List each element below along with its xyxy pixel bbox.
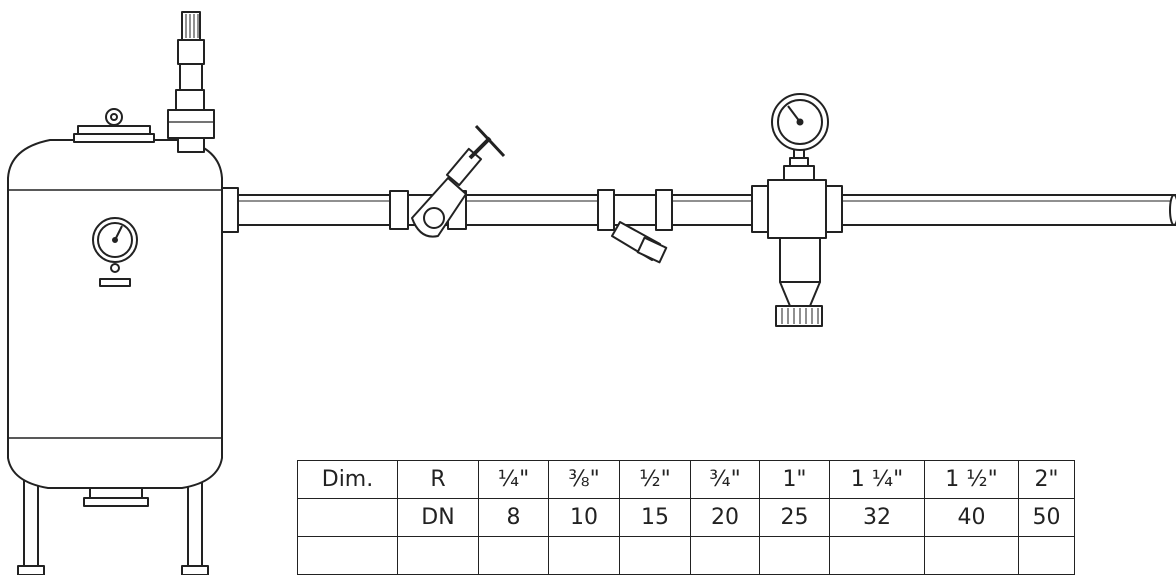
- table-cell: ½": [619, 460, 691, 499]
- table-cell: [297, 498, 398, 537]
- tank-pressure-gauge-icon: [92, 217, 138, 263]
- table-cell: 1 ¼": [829, 460, 925, 499]
- pipe-end-icon: [1169, 194, 1176, 226]
- table-cell: [619, 536, 691, 575]
- table-cell: [829, 536, 925, 575]
- table-cell: 8: [478, 498, 549, 537]
- tank-top-valve-icon: [167, 11, 215, 153]
- table-row: [297, 536, 1075, 575]
- table-cell: ¾": [690, 460, 760, 499]
- table-cell: 25: [759, 498, 830, 537]
- table-cell: 40: [924, 498, 1019, 537]
- table-cell: [690, 536, 760, 575]
- table-cell: [297, 536, 398, 575]
- table-cell: [397, 536, 479, 575]
- table-cell: 10: [548, 498, 620, 537]
- table-cell: [924, 536, 1019, 575]
- main-pipe: [237, 194, 1176, 226]
- table-cell: 1 ½": [924, 460, 1019, 499]
- pressure-tank: [7, 108, 239, 575]
- table-cell: ⅜": [548, 460, 620, 499]
- table-cell: R: [397, 460, 479, 499]
- table-cell: DN: [397, 498, 479, 537]
- pressure-reducer-valve-icon: [751, 157, 843, 327]
- table-cell: ¼": [478, 460, 549, 499]
- y-strainer-icon: [597, 189, 673, 264]
- table-cell: 1": [759, 460, 830, 499]
- table-cell: 20: [690, 498, 760, 537]
- table-cell: [548, 536, 620, 575]
- table-cell: 15: [619, 498, 691, 537]
- angle-valve-icon: [389, 124, 506, 238]
- table-cell: 50: [1018, 498, 1075, 537]
- table-cell: [1018, 536, 1075, 575]
- table-cell: Dim.: [297, 460, 398, 499]
- table-cell: 2": [1018, 460, 1075, 499]
- table-cell: [759, 536, 830, 575]
- table-cell: 32: [829, 498, 925, 537]
- table-cell: [478, 536, 549, 575]
- reducer-pressure-gauge-icon: [771, 93, 829, 159]
